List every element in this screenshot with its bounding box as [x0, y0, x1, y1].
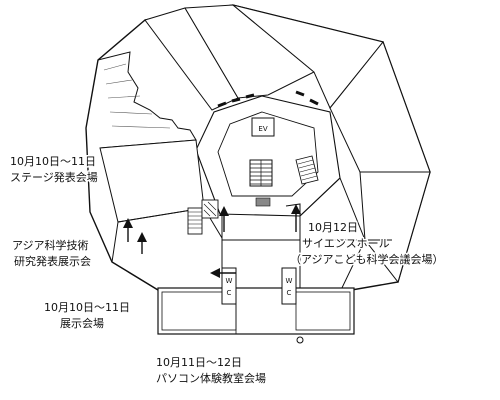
elevator-label: EV — [258, 125, 267, 133]
stage-date-label: 10月10日～11日 — [10, 155, 96, 168]
pc-classroom-annex — [157, 287, 355, 335]
arrow-research-up — [137, 232, 147, 254]
central-lobby — [195, 95, 341, 217]
central-hatched-block — [255, 197, 271, 207]
wc-right-label-w: W — [286, 277, 293, 285]
arrow-exhibit-left — [210, 268, 236, 278]
research-label-line1: アジア科学技術 — [12, 238, 89, 252]
hall-sub-label: （アジアこども科学会議会場） — [290, 252, 444, 266]
exhibit-date-label: 10月10日～11日 — [44, 301, 130, 314]
wc-left-label-c: C — [227, 289, 232, 297]
pc-venue-label: パソコン体験教室会場 — [156, 371, 266, 385]
hall-date-label: 10月12日 — [308, 221, 358, 234]
science-hall-wall — [299, 177, 366, 293]
central-staircase — [249, 159, 273, 187]
wc-right-label-c: C — [287, 289, 292, 297]
arrow-hall-up — [291, 204, 301, 232]
left-wing-stepped-wall — [97, 51, 197, 149]
research-label-line2: 研究発表展示会 — [14, 254, 91, 268]
right-lower-wing — [359, 171, 431, 284]
left-wing-hatch — [103, 63, 171, 129]
left-staircase — [187, 199, 219, 235]
hall-name-label: サイエンスホール — [302, 237, 390, 250]
entrance-marker — [296, 336, 304, 344]
upper-wing-center — [184, 4, 315, 99]
exhibit-venue-label: 展示会場 — [60, 317, 104, 330]
upper-passage-dashes — [217, 90, 319, 108]
wc-left-label-w: W — [226, 277, 233, 285]
pc-date-label: 10月11日～12日 — [156, 356, 242, 369]
central-core — [217, 111, 319, 197]
pc-classroom-inner-right — [295, 291, 351, 331]
right-staircase — [295, 155, 319, 185]
elevator-box — [251, 117, 275, 137]
arrow-center-up — [219, 206, 229, 232]
wc-left-box — [221, 267, 237, 305]
arrow-stage-up — [123, 218, 133, 242]
stage-venue-label: ステージ発表会場 — [10, 170, 98, 184]
wc-right-box — [281, 267, 297, 305]
